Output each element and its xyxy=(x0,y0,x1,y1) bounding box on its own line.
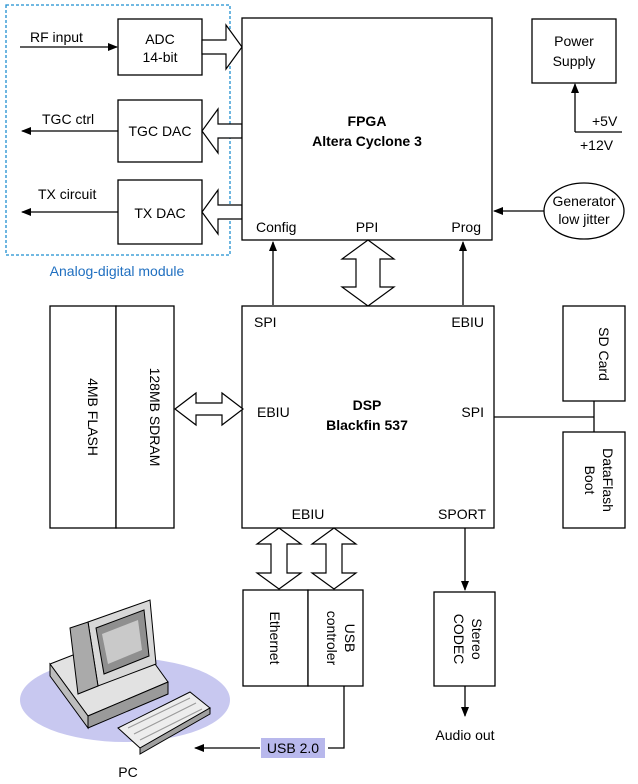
ppi-bus-arrow xyxy=(340,239,396,307)
audio-out-label: Audio out xyxy=(435,727,494,743)
power-5v-label: +5V xyxy=(592,113,618,129)
adc-label-2: 14-bit xyxy=(142,49,177,65)
ethernet-label: Ethernet xyxy=(267,612,283,665)
power-12v-label: +12V xyxy=(580,137,614,153)
sdcard-box xyxy=(562,305,626,402)
fpga-box xyxy=(241,17,493,241)
adc-box xyxy=(117,18,203,76)
power-supply-box xyxy=(531,18,617,84)
dsp-ebiu-left-port: EBIU xyxy=(257,404,290,420)
tx-circuit-label: TX circuit xyxy=(38,186,96,202)
adc-label-1: ADC xyxy=(145,31,175,47)
power-supply-label-1: Power xyxy=(554,33,594,49)
pc-label: PC xyxy=(118,764,137,780)
power-supply-label-2: Supply xyxy=(553,53,596,69)
fpga-tx-bus-arrow xyxy=(201,188,243,236)
bootflash-label-2: DataFlash xyxy=(600,448,616,512)
dsp-ebiu-top-port: EBIU xyxy=(451,314,484,330)
dsp-box xyxy=(241,305,495,529)
usb20-highlight xyxy=(261,738,325,758)
dsp-label-1: DSP xyxy=(353,397,382,413)
ethernet-bus-arrow xyxy=(255,527,303,590)
dsp-spi-top-port: SPI xyxy=(254,314,277,330)
dsp-label-2: Blackfin 537 xyxy=(326,417,408,433)
codec-label-2: CODEC xyxy=(451,614,467,665)
usb-bus-arrow xyxy=(310,527,358,590)
sdcard-label: SD Card xyxy=(596,327,612,381)
pc-computer-icon xyxy=(20,599,230,755)
sdram-box xyxy=(115,305,175,529)
tgc-dac-label: TGC DAC xyxy=(129,123,192,139)
fpga-label-2: Altera Cyclone 3 xyxy=(312,133,422,149)
tgc-ctrl-label: TGC ctrl xyxy=(42,111,94,127)
dsp-ebiu-bottom-port: EBIU xyxy=(292,506,325,522)
flash-label: 4MB FLASH xyxy=(85,378,101,456)
generator-label-2: low jitter xyxy=(558,211,610,227)
adc-fpga-bus-arrow xyxy=(201,23,243,71)
codec-label-1: Stereo xyxy=(469,618,485,659)
fpga-label-1: FPGA xyxy=(348,113,387,129)
fpga-tgc-bus-arrow xyxy=(201,107,243,155)
bootflash-label-1: Boot xyxy=(582,466,598,495)
usb-controller-box xyxy=(307,589,364,687)
tx-dac-label: TX DAC xyxy=(134,205,185,221)
usb-pc-line xyxy=(328,686,345,749)
rf-input-label: RF input xyxy=(30,29,83,45)
flash-box xyxy=(49,305,117,529)
memory-bus-arrow xyxy=(174,391,244,427)
usb-controller-label-1: USB xyxy=(342,624,358,653)
sdram-label: 128MB SDRAM xyxy=(147,368,163,467)
analog-digital-module-label: Analog-digital module xyxy=(50,263,185,279)
tx-dac-box xyxy=(117,179,203,245)
fpga-prog-port: Prog xyxy=(451,219,481,235)
fpga-ppi-port: PPI xyxy=(356,219,379,235)
generator-label-1: Generator xyxy=(552,193,615,209)
analog-digital-module-border xyxy=(5,4,231,256)
usb-controller-label-2: controler xyxy=(324,611,340,666)
fpga-config-port: Config xyxy=(256,219,296,235)
dsp-spi-right-port: SPI xyxy=(461,404,484,420)
usb20-label: USB 2.0 xyxy=(267,740,319,756)
dsp-sport-port: SPORT xyxy=(438,506,486,522)
